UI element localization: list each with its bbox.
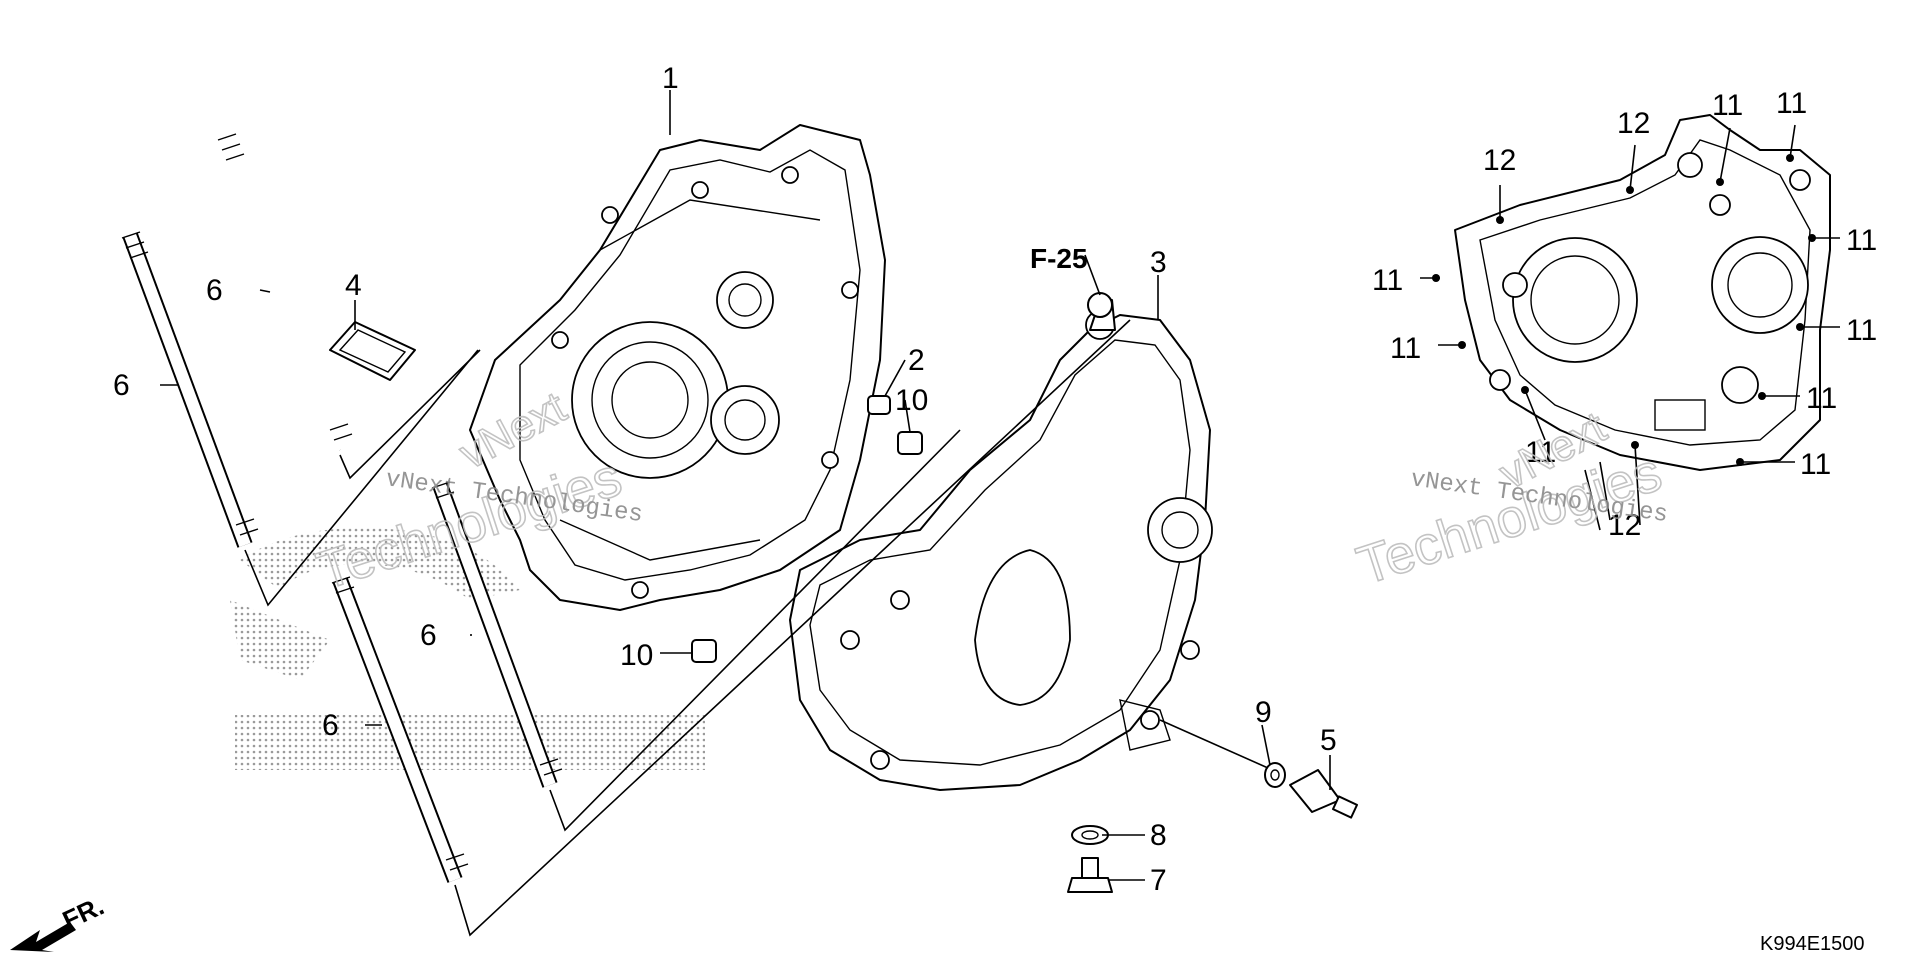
callout-8: 8	[1150, 819, 1167, 852]
left-crankcase	[469, 124, 886, 611]
stud-bolts	[121, 133, 563, 883]
right-crankcase	[789, 299, 1213, 791]
callout-6-b: 6	[113, 369, 130, 402]
breather-fitting	[1087, 292, 1113, 318]
callout-10-a: 10	[895, 384, 928, 417]
front-direction-marker: FR.	[10, 891, 109, 952]
oil-strainer	[329, 321, 416, 381]
callout-11-c: 11	[1712, 89, 1743, 122]
callout-6-a: 6	[206, 274, 223, 307]
callout-12-a: 12	[1483, 144, 1516, 177]
washer-9	[1264, 762, 1286, 788]
stud-bolt-d	[331, 576, 469, 883]
callout-2: 2	[908, 344, 925, 377]
callout-5: 5	[1320, 724, 1337, 757]
dowel-pin-2	[867, 395, 891, 415]
callout-11-i: 11	[1525, 436, 1556, 469]
drain-bolt-7	[1067, 857, 1113, 893]
stud-bolt-a	[217, 133, 353, 453]
stud-bolt-b	[121, 231, 259, 548]
callout-9: 9	[1255, 696, 1272, 729]
logo-watermark	[230, 528, 705, 770]
dowel-pin-10a	[897, 431, 923, 455]
callout-1: 1	[662, 62, 679, 95]
callout-12-c: 12	[1608, 509, 1641, 542]
diagram-code: K994E1500	[1760, 933, 1865, 955]
dowel-pin-10b	[691, 639, 717, 663]
callout-6-c: 6	[420, 619, 437, 652]
callout-11-b: 11	[1390, 332, 1421, 365]
callout-11-g: 11	[1806, 382, 1837, 415]
callout-11-h: 11	[1800, 448, 1831, 481]
callout-10-b: 10	[620, 639, 653, 672]
callout-11-d: 11	[1776, 87, 1807, 120]
callout-12-b: 12	[1617, 107, 1650, 140]
callout-numbers: 1 3 4 2 10 10 6 6 6 6 9 5 8 7 11 11 11 1…	[113, 62, 1877, 955]
callout-11-e: 11	[1846, 224, 1877, 257]
crankcase-bolt-view	[1432, 114, 1831, 471]
callout-7: 7	[1150, 864, 1167, 897]
leader-lines	[160, 90, 1840, 937]
reference-f25: F-25	[1030, 243, 1088, 274]
callout-4: 4	[345, 269, 362, 302]
callout-6-d: 6	[322, 709, 339, 742]
callout-3: 3	[1150, 246, 1167, 279]
switch-5	[1289, 769, 1359, 819]
stud-bolt-c	[431, 481, 563, 788]
callout-11-f: 11	[1846, 314, 1877, 347]
callout-11-a: 11	[1372, 264, 1403, 297]
